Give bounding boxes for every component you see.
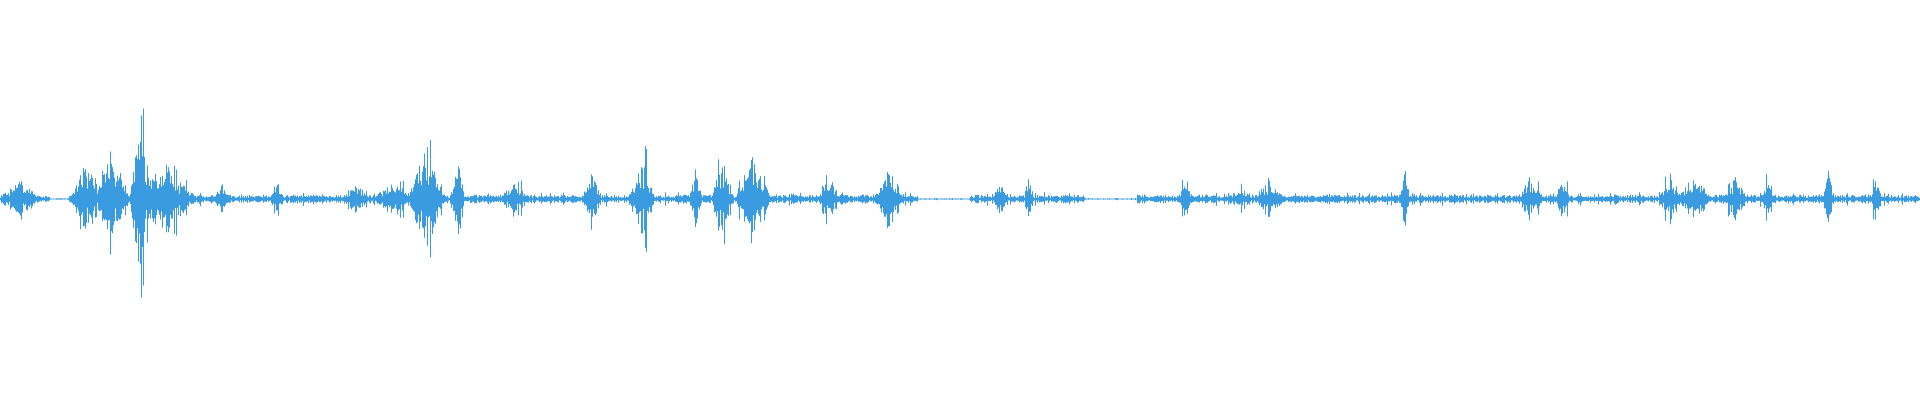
- waveform-samples: [0, 108, 1920, 298]
- waveform-lines: [0, 108, 1920, 298]
